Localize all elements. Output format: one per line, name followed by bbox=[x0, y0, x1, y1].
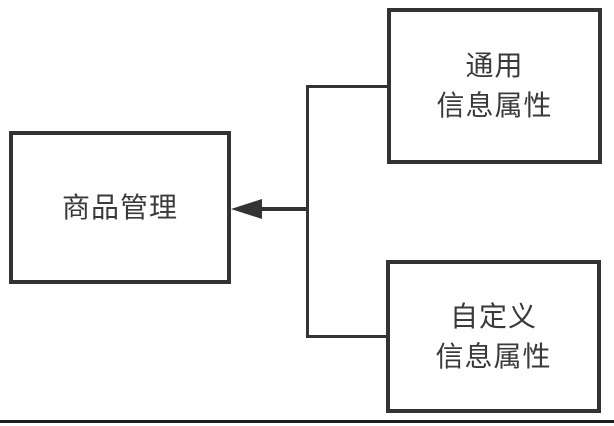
node-custom-info-label-line1: 自定义 bbox=[449, 300, 537, 332]
node-general-info-label-line1: 通用 bbox=[465, 50, 524, 81]
arrow-shaft bbox=[258, 207, 308, 211]
connector-top-horizontal-line bbox=[306, 85, 387, 88]
node-product-management: 商品管理 bbox=[9, 131, 231, 284]
node-general-info-attributes: 通用 信息属性 bbox=[387, 8, 602, 164]
bottom-page-rule bbox=[0, 420, 614, 423]
node-custom-info-attributes: 自定义 信息属性 bbox=[386, 260, 601, 413]
node-general-info-label-line2: 信息属性 bbox=[436, 90, 553, 121]
node-custom-info-label-line2: 信息属性 bbox=[435, 340, 552, 372]
connector-vertical-line bbox=[306, 85, 309, 338]
connector-bottom-horizontal-line bbox=[306, 335, 386, 338]
arrow-head-left-icon bbox=[231, 199, 262, 219]
node-product-management-label: 商品管理 bbox=[61, 191, 178, 223]
